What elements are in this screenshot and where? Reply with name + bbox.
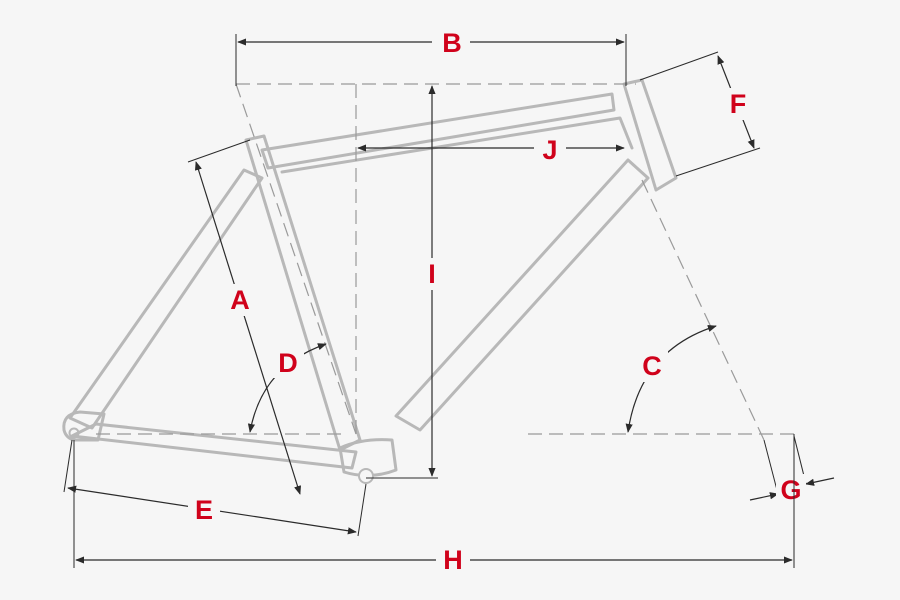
label-j: J xyxy=(542,135,557,165)
dimension-c: C xyxy=(625,325,717,433)
label-f: F xyxy=(730,89,747,119)
label-c: C xyxy=(642,351,662,381)
dimension-i: I xyxy=(366,85,444,479)
label-d: D xyxy=(278,348,298,378)
label-i: I xyxy=(428,259,436,289)
dimension-f: F xyxy=(639,51,761,177)
construction-lines xyxy=(96,83,796,441)
dimension-e: E xyxy=(63,439,367,537)
label-e: E xyxy=(195,495,213,525)
bottom-bracket-center xyxy=(358,468,374,484)
dimension-j: J xyxy=(357,134,625,165)
down-tube xyxy=(394,158,650,432)
dimension-a: A xyxy=(187,139,302,495)
rear-dropout xyxy=(62,410,106,442)
rear-axle xyxy=(68,427,80,439)
label-h: H xyxy=(443,545,463,575)
head-tube xyxy=(622,78,678,192)
seat-tube xyxy=(244,134,362,452)
label-a: A xyxy=(230,285,250,315)
bicycle-frame xyxy=(62,78,678,484)
dimension-g: G xyxy=(749,435,835,506)
label-g: G xyxy=(780,475,801,505)
dimension-h: H xyxy=(73,434,795,576)
dimension-d: D xyxy=(247,343,327,433)
frame-inner-line xyxy=(280,116,634,174)
label-b: B xyxy=(442,28,462,58)
chain-stay xyxy=(70,422,358,470)
dimension-b: B xyxy=(235,28,627,86)
bottom-bracket-shell xyxy=(338,438,398,477)
